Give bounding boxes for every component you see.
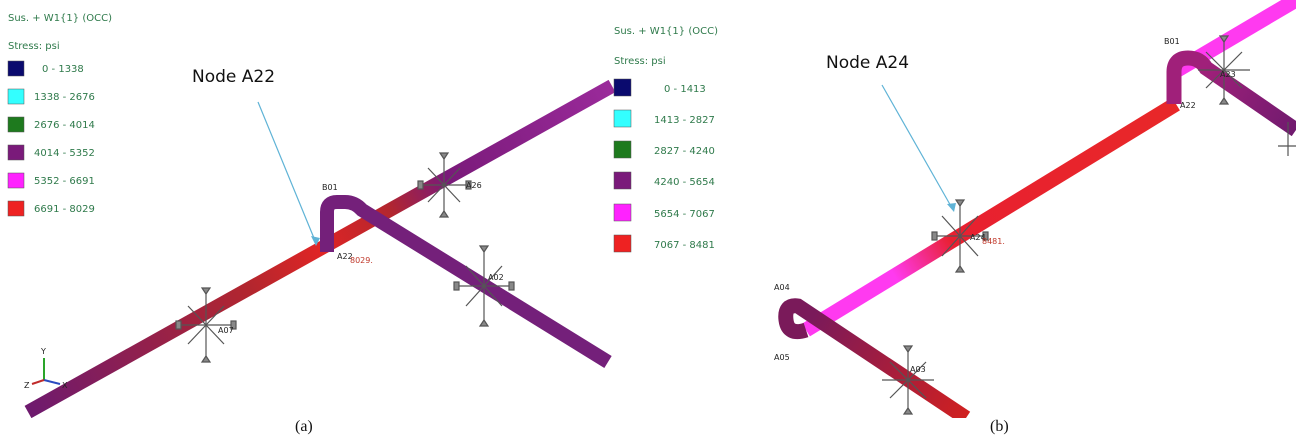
callout-label: Node A24 bbox=[826, 53, 909, 73]
legend-range: 7067 - 8481 bbox=[654, 240, 715, 251]
panel-a: Sus. + W1{1} (OCC) Stress: psi 0 - 1338 … bbox=[0, 0, 620, 446]
support-icon bbox=[1278, 122, 1296, 156]
legend-range: 2827 - 4240 bbox=[654, 146, 715, 157]
legend-swatch bbox=[7, 144, 25, 161]
stress-unit-label: Stress: psi bbox=[8, 41, 60, 52]
node-label-b01: B01 bbox=[322, 183, 338, 192]
legend-swatch bbox=[7, 200, 25, 217]
axis-y-label: Y bbox=[40, 347, 46, 356]
caption-a: (a) bbox=[295, 418, 313, 435]
arrow-head-icon bbox=[311, 236, 320, 246]
main-pipe bbox=[802, 97, 1180, 337]
node-label-a22: A22 bbox=[1180, 101, 1196, 110]
legend-swatch bbox=[7, 60, 25, 77]
legend-range: 2676 - 4014 bbox=[34, 120, 95, 131]
panel-b: Sus. + W1{1} (OCC) Stress: psi 0 - 1413 … bbox=[606, 0, 1296, 446]
stress-legend: 0 - 1338 1338 - 2676 2676 - 4014 4014 - … bbox=[7, 60, 95, 217]
legend-range: 5654 - 7067 bbox=[654, 209, 715, 220]
panel-b-canvas: Sus. + W1{1} (OCC) Stress: psi 0 - 1413 … bbox=[613, 0, 1296, 418]
callout-label: Node A22 bbox=[192, 67, 275, 87]
legend-range: 4014 - 5352 bbox=[34, 148, 95, 159]
support-icon bbox=[175, 287, 237, 363]
caption-b: (b) bbox=[990, 418, 1009, 435]
node-label-b01: B01 bbox=[1164, 37, 1180, 46]
legend-swatch bbox=[613, 109, 632, 128]
legend-swatch bbox=[7, 172, 25, 189]
axis-triad-icon: Y X Z bbox=[24, 347, 68, 390]
legend-swatch bbox=[613, 234, 632, 253]
support-icon bbox=[882, 345, 934, 415]
legend-swatch bbox=[613, 203, 632, 222]
node-label-a07: A07 bbox=[218, 326, 234, 335]
legend-swatch bbox=[613, 140, 632, 159]
axis-z-label: Z bbox=[24, 381, 30, 390]
callout-arrow bbox=[257, 101, 317, 244]
legend-swatch bbox=[613, 171, 632, 190]
legend-range: 6691 - 8029 bbox=[34, 204, 95, 215]
loop-pipe-b01 bbox=[1166, 50, 1296, 137]
load-case-title: Sus. + W1{1} (OCC) bbox=[614, 26, 718, 37]
legend-range: 1413 - 2827 bbox=[654, 115, 715, 126]
legend-range: 4240 - 5654 bbox=[654, 177, 715, 188]
support-icon bbox=[417, 152, 472, 218]
node-label-a22: A22 bbox=[337, 252, 353, 261]
node-label-a05: A05 bbox=[774, 353, 790, 362]
legend-swatch bbox=[7, 116, 25, 133]
support-icon bbox=[1198, 35, 1250, 105]
legend-range: 1338 - 2676 bbox=[34, 92, 95, 103]
legend-swatch bbox=[7, 88, 25, 105]
legend-range: 0 - 1338 bbox=[42, 64, 84, 75]
load-case-title: Sus. + W1{1} (OCC) bbox=[8, 13, 112, 24]
legend-range: 5352 - 6691 bbox=[34, 176, 95, 187]
node-label-a04: A04 bbox=[774, 283, 790, 292]
stress-legend: 0 - 1413 1413 - 2827 2827 - 4240 4240 - … bbox=[613, 78, 715, 253]
node-label-a03: A03 bbox=[910, 365, 926, 374]
lower-pipe bbox=[778, 298, 971, 418]
node-label-a26: A26 bbox=[466, 181, 482, 190]
legend-swatch bbox=[613, 78, 632, 97]
stress-unit-label: Stress: psi bbox=[614, 56, 666, 67]
axis-x-label: X bbox=[62, 381, 68, 390]
node-label-a02: A02 bbox=[488, 273, 504, 282]
callout-arrow bbox=[881, 84, 953, 209]
support-icon bbox=[931, 199, 989, 273]
legend-range: 0 - 1413 bbox=[664, 84, 706, 95]
stress-value-a22: 8029. bbox=[350, 256, 373, 265]
support-icon bbox=[453, 245, 515, 327]
stress-value-a24: 8481. bbox=[982, 237, 1005, 246]
panel-a-canvas: Sus. + W1{1} (OCC) Stress: psi 0 - 1338 … bbox=[7, 13, 616, 418]
node-label-a24: A24 bbox=[970, 233, 986, 242]
node-label-a23: A23 bbox=[1220, 70, 1236, 79]
arrow-head-icon bbox=[947, 203, 956, 212]
branch-pipe bbox=[320, 195, 612, 368]
